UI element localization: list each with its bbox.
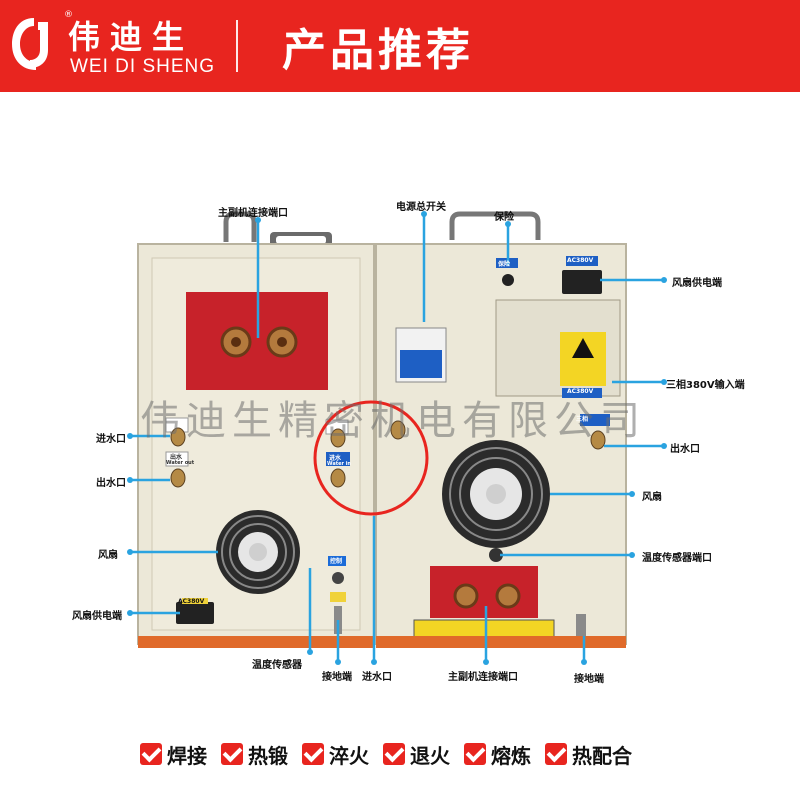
panel-label-ac380v: AC380V [567,257,594,264]
right-cabinet [375,211,627,648]
machine-illustration [127,211,667,665]
checkmark-icon [545,743,567,765]
callout-ground-left: 接地端 [322,672,352,683]
feature-item: 淬火 [302,740,369,769]
page-title: 产品推荐 [282,25,474,76]
feature-item: 退火 [383,740,450,769]
checkmark-icon [302,743,324,765]
callout-water-inlet-bottom: 进水口 [362,672,392,683]
callout-water-outlet-left: 出水口 [96,478,126,489]
callout-fan-right: 风扇 [642,492,662,503]
feature-item: 熔炼 [464,740,531,769]
callout-temp-sensor: 温度传感器 [252,660,302,671]
panel-label-water-out-en: Water out [166,460,195,466]
callout-water-outlet-right: 出水口 [670,444,700,455]
callout-fan-power-right: 风扇供电端 [672,278,722,289]
feature-label: 热配合 [572,743,632,768]
feature-item: 热锻 [221,740,288,769]
company-watermark: 伟迪生精密机电有限公司 [140,398,646,444]
callout-water-inlet-left: 进水口 [96,434,126,445]
checkmark-icon [140,743,162,765]
feature-item: 热配合 [545,740,632,769]
panel-label-water-in-en: Water in [327,461,351,467]
callout-temp-sensor-port: 温度传感器端口 [642,553,712,564]
highlight-circle [313,400,429,516]
product-photo [0,92,800,732]
panel-label-ac380v-left: AC380V [178,598,205,605]
header-banner: ® 伟迪生 WEI DI SHENG 产品推荐 [0,0,800,92]
panel-label-control: 控制 [330,558,343,565]
panel-label-water-out: 出水 [170,454,183,461]
callout-fan-power-left: 风扇供电端 [72,611,122,622]
feature-label: 熔炼 [491,743,531,768]
brand-name-cn: 伟迪生 [68,18,195,56]
callout-fan-left: 风扇 [98,550,118,561]
feature-label: 退火 [410,743,450,768]
feature-item: 焊接 [140,740,207,769]
brand-name-en: WEI DI SHENG [70,56,216,77]
panel-label-fuse: 保险 [498,261,511,268]
panel-label-three-phase: 三相 [576,416,589,423]
callout-three-phase-input: 三相380V输入端 [666,380,745,391]
registered-mark: ® [64,10,73,20]
brand-logo-icon [12,18,48,70]
feature-label: 焊接 [167,743,207,768]
header-divider [236,20,238,72]
checkmark-icon [383,743,405,765]
panel-label-water-in: 进水 [329,455,342,462]
callout-host-connect-bottom: 主副机连接端口 [448,672,518,683]
feature-list: 焊接 热锻 淬火 退火 熔炼 热配合 [140,740,646,768]
callout-ground-right: 接地端 [574,674,604,685]
callout-fuse: 保险 [494,212,514,223]
checkmark-icon [464,743,486,765]
callout-lines [130,214,664,662]
feature-label: 淬火 [329,743,369,768]
callout-power-switch: 电源总开关 [396,202,446,213]
panel-label-ac380v-small: AC380V [567,388,594,395]
callout-host-connect-top: 主副机连接端口 [218,208,288,219]
checkmark-icon [221,743,243,765]
feature-label: 热锻 [248,743,288,768]
